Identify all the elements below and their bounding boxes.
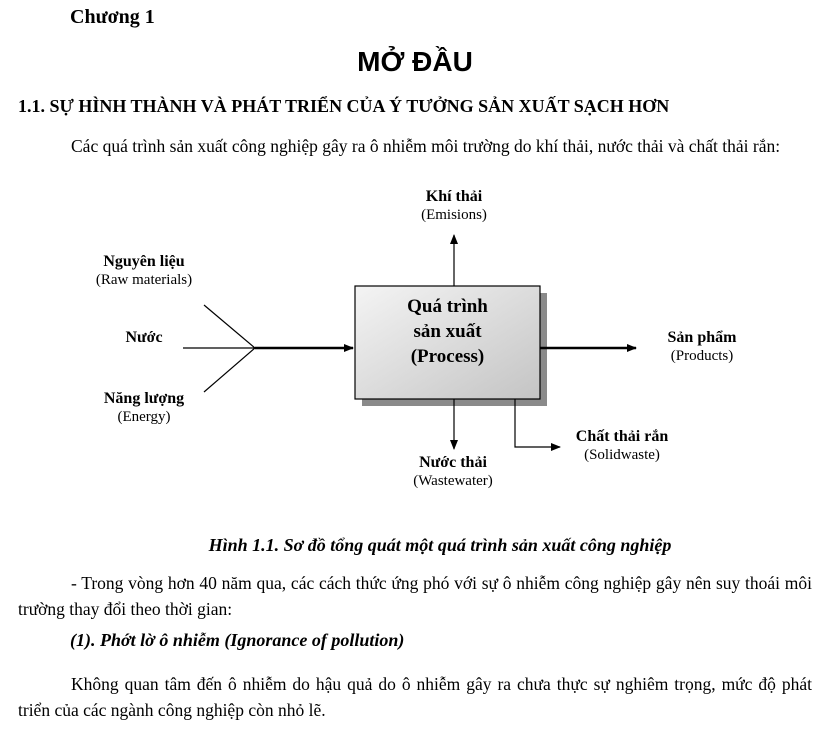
section-heading: 1.1. SỰ HÌNH THÀNH VÀ PHÁT TRIỂN CỦA Ý T… bbox=[18, 96, 670, 116]
energy-line bbox=[203, 347, 256, 393]
solidwaste-label: Chất thải rắn (Solidwaste) bbox=[557, 427, 687, 465]
raw-materials-label-vi: Nguyên liệu bbox=[103, 253, 185, 270]
intro-paragraph: Các quá trình sản xuất công nghiệp gây r… bbox=[71, 136, 781, 156]
solidwaste-label-en: (Solidwaste) bbox=[584, 447, 660, 463]
energy-label: Năng lượng (Energy) bbox=[84, 389, 204, 427]
paragraph-2: - Trong vòng hơn 40 năm qua, các cách th… bbox=[18, 573, 812, 619]
process-label-line3: (Process) bbox=[410, 346, 485, 367]
solidwaste-label-vi: Chất thải rắn bbox=[575, 428, 669, 445]
process-label: Quá trình sản xuất (Process) bbox=[355, 294, 540, 369]
emissions-label: Khí thải (Emisions) bbox=[394, 187, 514, 225]
process-box bbox=[354, 285, 541, 400]
products-label: Sản phẩm (Products) bbox=[642, 328, 762, 366]
page-title: MỞ ĐẦU bbox=[357, 46, 473, 77]
wastewater-label: Nước thải (Wastewater) bbox=[388, 453, 518, 491]
process-label-line2: sản xuất bbox=[413, 321, 482, 342]
products-label-en: (Products) bbox=[670, 348, 734, 364]
emissions-label-en: (Emisions) bbox=[421, 207, 487, 223]
solidwaste-arrow bbox=[514, 399, 561, 451]
raw-materials-line bbox=[203, 304, 256, 349]
raw-materials-label-en: (Raw materials) bbox=[95, 272, 193, 288]
wastewater-label-en: (Wastewater) bbox=[413, 473, 493, 489]
figure-caption: Hình 1.1. Sơ đồ tổng quát một quá trình … bbox=[208, 535, 672, 555]
raw-materials-label: Nguyên liệu (Raw materials) bbox=[74, 252, 214, 290]
energy-label-en: (Energy) bbox=[117, 409, 171, 425]
water-label-vi: Nước bbox=[125, 329, 163, 346]
wastewater-label-vi: Nước thải bbox=[419, 454, 487, 471]
chapter-label: Chương 1 bbox=[70, 6, 155, 28]
water-label: Nước bbox=[104, 328, 184, 347]
paragraph-3: Không quan tâm đến ô nhiễm do hậu quả do… bbox=[18, 674, 812, 720]
emissions-label-vi: Khí thải bbox=[425, 188, 483, 205]
subheading-ignorance: (1). Phớt lờ ô nhiễm (Ignorance of pollu… bbox=[70, 630, 405, 650]
process-label-line1: Quá trình bbox=[407, 296, 488, 317]
energy-label-vi: Năng lượng bbox=[103, 390, 185, 407]
products-label-vi: Sản phẩm bbox=[667, 329, 737, 346]
